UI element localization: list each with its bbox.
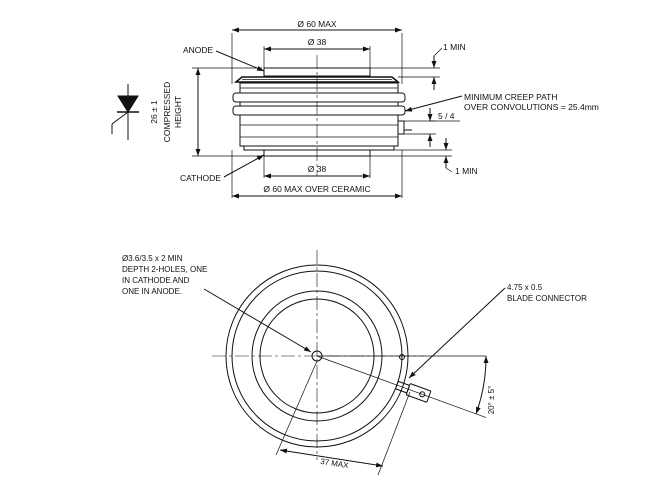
thyristor-symbol-icon [111, 84, 139, 140]
ceramic-body [239, 114, 399, 147]
convolution-1 [232, 92, 406, 103]
cathode-pole-face [263, 149, 371, 157]
holes-leader [203, 288, 312, 353]
anode-label: ANODE [183, 45, 214, 55]
gate-tab [397, 120, 405, 135]
creep-leader [404, 95, 463, 112]
dim-38-anode: Ø 38 [308, 37, 327, 47]
connector-note-line1: 4.75 x 0.5 [507, 283, 543, 292]
cathode-leader [223, 154, 265, 178]
dim-line-37-max [279, 448, 384, 468]
dim-1-min-top: 1 MIN [443, 42, 466, 52]
connector-leader [408, 287, 506, 379]
holes-note-line1: Ø3.6/3.5 x 2 MIN [122, 254, 183, 263]
creep-note-line1: MINIMUM CREEP PATH [464, 92, 558, 102]
holes-note-line2: DEPTH 2-HOLES, ONE [122, 265, 207, 274]
connector-note-line2: BLADE CONNECTOR [507, 294, 587, 303]
side-view: Ø 60 MAX Ø 38 Ø 38 [111, 19, 599, 199]
height-label-line1: COMPRESSED [162, 82, 172, 142]
holes-note-line3: IN CATHODE AND [122, 276, 190, 285]
angle-arc [475, 355, 489, 415]
dim-38-cathode: Ø 38 [308, 164, 327, 174]
dim-37-max: 37 MAX [320, 457, 350, 470]
blade-connector [316, 355, 487, 418]
height-value: 26 ± 1 [149, 100, 159, 124]
dim-60-max-top: Ø 60 MAX [297, 19, 337, 29]
dim-60-max-ceramic: Ø 60 MAX OVER CERAMIC [263, 184, 370, 194]
height-label-line2: HEIGHT [173, 96, 183, 128]
angle-dim: 20° ± 5° [487, 386, 496, 415]
dim-1-min-bottom: 1 MIN [455, 166, 478, 176]
cathode-label: CATHODE [180, 173, 221, 183]
plan-view: Ø3.6/3.5 x 2 MIN DEPTH 2-HOLES, ONE IN C… [122, 250, 587, 476]
creep-note-line2: OVER CONVOLUTIONS = 25.4mm [464, 102, 599, 112]
holes-note-line4: ONE IN ANODE. [122, 287, 182, 296]
convolution-2 [232, 105, 406, 116]
anode-pole-face [263, 67, 371, 77]
dim-gate-5-4: 5 / 4 [438, 111, 455, 121]
